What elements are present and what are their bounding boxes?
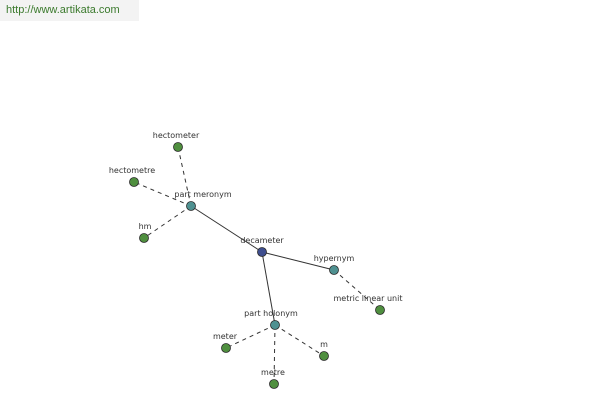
node-dot-part-meronym[interactable] <box>186 201 196 211</box>
node-dot-hypernym[interactable] <box>329 265 339 275</box>
node-part-meronym[interactable]: part meronym <box>174 190 232 211</box>
node-dot-meter[interactable] <box>221 343 231 353</box>
node-label-m: m <box>320 340 328 349</box>
node-m[interactable]: m <box>319 340 329 361</box>
edge-part-holonym-m <box>274 324 325 357</box>
node-decameter[interactable]: decameter <box>240 236 284 257</box>
node-label-hectometer: hectometer <box>153 131 200 140</box>
node-label-hectometre: hectometre <box>109 166 155 175</box>
node-hectometre[interactable]: hectometre <box>109 166 155 187</box>
edge-decameter-part-holonym <box>261 251 276 326</box>
node-label-decameter: decameter <box>240 236 284 245</box>
node-label-hypernym: hypernym <box>314 254 355 263</box>
node-hectometer[interactable]: hectometer <box>153 131 200 152</box>
site-url-link[interactable]: http://www.artikata.com <box>0 0 139 21</box>
edge-part-meronym-hectometre <box>133 181 192 207</box>
node-hypernym[interactable]: hypernym <box>314 254 355 275</box>
node-dot-metric-linear-unit[interactable] <box>375 305 385 315</box>
node-dot-part-holonym[interactable] <box>270 320 280 330</box>
node-dot-hm[interactable] <box>139 233 149 243</box>
node-dot-m[interactable] <box>319 351 329 361</box>
node-dot-decameter[interactable] <box>257 247 267 257</box>
edge-part-meronym-hectometer <box>177 146 192 207</box>
node-label-metric-linear-unit: metric linear unit <box>334 294 403 303</box>
edge-part-holonym-meter <box>225 324 276 349</box>
edge-part-holonym-metre <box>273 324 276 385</box>
node-label-meter: meter <box>213 332 238 341</box>
node-label-part-meronym: part meronym <box>174 190 231 199</box>
node-hm[interactable]: hm <box>139 222 152 243</box>
node-label-part-holonym: part holonym <box>244 309 298 318</box>
edge-decameter-part-meronym <box>190 205 263 253</box>
node-metre[interactable]: metre <box>261 368 285 389</box>
node-dot-metre[interactable] <box>269 379 279 389</box>
node-label-metre: metre <box>261 368 285 377</box>
node-part-holonym[interactable]: part holonym <box>244 309 298 330</box>
node-metric-linear-unit[interactable]: metric linear unit <box>334 294 403 315</box>
edge-hypernym-metric-linear-unit <box>333 269 381 311</box>
node-dot-hectometer[interactable] <box>173 142 183 152</box>
node-meter[interactable]: meter <box>213 332 238 353</box>
node-dot-hectometre[interactable] <box>129 177 139 187</box>
node-label-hm: hm <box>139 222 152 231</box>
edge-decameter-hypernym <box>261 251 335 271</box>
edge-part-meronym-hm <box>143 205 192 239</box>
